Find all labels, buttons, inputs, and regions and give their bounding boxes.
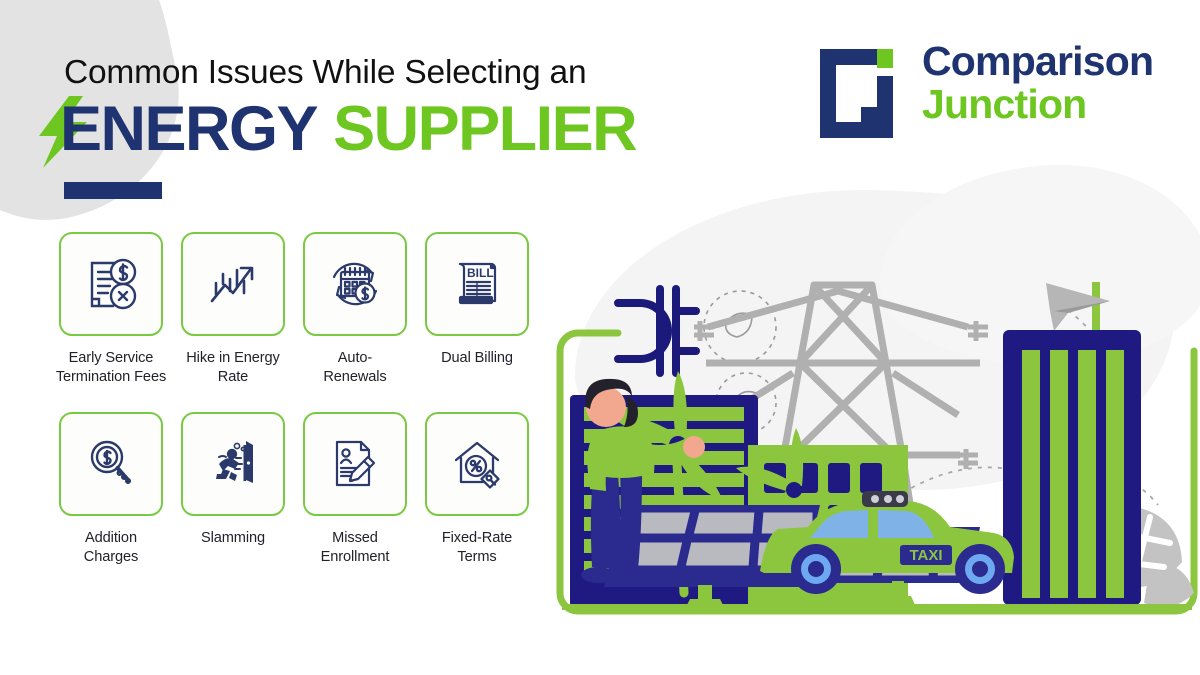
issue-icon-box [181, 411, 285, 516]
logo-mark-cj-icon [820, 49, 893, 138]
issue-card-slamming[interactable]: Slamming [172, 411, 294, 568]
issues-row-2: Addition Charges [50, 411, 550, 568]
document-dollar-cancel-icon [90, 258, 137, 310]
logo-line-1: Comparison [922, 38, 1154, 84]
page-title-part1: ENERGY [60, 94, 319, 164]
person-slamming-door-icon [216, 440, 253, 483]
rising-arrow-chart-icon [210, 266, 254, 303]
taxi-label: TAXI [909, 547, 942, 564]
issue-card-addition-charges[interactable]: Addition Charges [50, 411, 172, 568]
taxi-car: TAXI [760, 491, 1014, 594]
issue-label: Dual Billing [441, 350, 513, 366]
lightning-bolt-icon [39, 96, 87, 168]
logo-line-2: Junction [922, 81, 1087, 128]
page-eyebrow: Common Issues While Selecting an [64, 54, 587, 91]
issue-icon-box [181, 232, 285, 336]
document-pencil-icon [335, 440, 376, 486]
issue-label: Slamming [200, 529, 266, 546]
issue-card-early-service-termination-fees[interactable]: Early Service Termination Fees [50, 232, 172, 388]
issue-card-hike-in-energy-rate[interactable]: Hike in Energy Rate [172, 232, 294, 388]
issue-label: Hike in Energy Rate [186, 350, 280, 386]
paper-plane-icon [1046, 283, 1110, 331]
issue-card-missed-enrollment[interactable]: Missed Enrollment [294, 411, 416, 568]
energy-illustration: TAXI [548, 255, 1200, 640]
calendar-refresh-dollar-icon [332, 262, 378, 306]
issues-grid: Early Service Termination Fees Hike in E… [50, 232, 550, 568]
page-title-part2: SUPPLIER [333, 94, 638, 164]
issue-card-fixed-rate-terms[interactable]: Fixed-Rate Terms [416, 411, 538, 568]
power-plug-icon [614, 285, 700, 377]
issue-icon-box: BILL [425, 232, 529, 336]
title-underline-rule [64, 182, 162, 199]
engineer-person [581, 378, 705, 583]
magnifier-dollar-icon [90, 440, 132, 484]
issue-label: Early Service Termination Fees [55, 350, 167, 386]
page-title: ENERGY SUPPLIER [60, 98, 638, 161]
issue-icon-box [59, 232, 163, 336]
issue-card-auto-renewals[interactable]: Auto- Renewals [294, 232, 416, 388]
issue-icon-box [425, 411, 529, 516]
house-percent-tag-icon [454, 441, 500, 489]
issues-row-1: Early Service Termination Fees Hike in E… [50, 232, 550, 388]
issue-label: Fixed-Rate Terms [441, 529, 513, 566]
issue-icon-box [303, 232, 407, 336]
issue-label: Addition Charges [83, 529, 139, 566]
svg-text:BILL: BILL [467, 266, 494, 280]
issue-label: Auto- Renewals [323, 350, 387, 386]
issue-icon-box [59, 411, 163, 516]
bill-scroll-icon: BILL [458, 262, 497, 305]
energy-scene-svg: TAXI [556, 281, 1198, 615]
issue-icon-box [303, 411, 407, 516]
issue-card-dual-billing[interactable]: BILL Dual Billing [416, 232, 538, 388]
logo-wordmark: Comparison Junction [922, 38, 1154, 128]
issue-label: Missed Enrollment [320, 529, 390, 566]
